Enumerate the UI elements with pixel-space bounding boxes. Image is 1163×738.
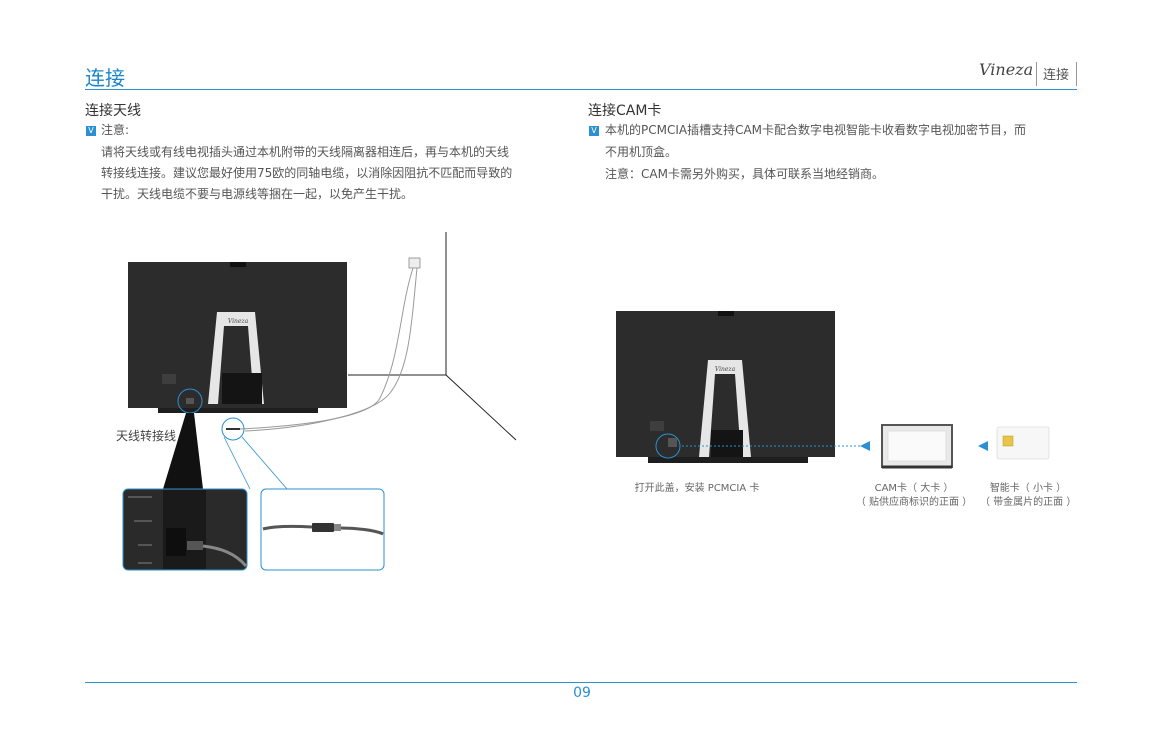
header-divider-end (1076, 62, 1077, 86)
cam-card (881, 424, 953, 469)
note-icon: V (589, 126, 599, 136)
page-title: 连接 (85, 66, 125, 90)
header-rule (85, 89, 1077, 90)
antenna-text-line-1: 请将天线或有线电视插头通过本机附带的天线隔离器相连后，再与本机的天线 (101, 145, 510, 159)
tv-logo: Vineza (228, 318, 249, 325)
caption-cam-card-line-1: CAM卡（ 大卡 ） (874, 483, 954, 494)
smart-card (996, 426, 1050, 460)
caption-open-cover: 打开此盖，安装 PCMCIA 卡 (634, 483, 760, 494)
cam-text-line-2: 不用机顶盒。 (605, 145, 678, 159)
antenna-cable-label: 天线转接线 (116, 429, 177, 443)
arrow-left-icon (978, 441, 988, 451)
caption-cam-card-line-2: （ 贴供应商标识的正面 ） (855, 497, 973, 508)
caption-smart-card-line-2: （ 带金属片的正面 ） (980, 497, 1077, 508)
cam-heading: 连接CAM卡 (588, 103, 662, 119)
antenna-text-line-2: 转接线连接。建议您最好使用75欧的同轴电缆，以消除因阻抗不匹配而导致的 (101, 166, 513, 180)
header-section-label: 连接 (1043, 68, 1070, 83)
antenna-diagram: Vineza (122, 232, 517, 571)
arrow-left-icon (860, 441, 870, 451)
page-number: 09 (573, 685, 591, 701)
antenna-note-label: 注意: (101, 123, 130, 137)
caption-cam-card: CAM卡（ 大卡 ） （ 贴供应商标识的正面 ） (846, 482, 982, 510)
brand-logo: Vineza (979, 60, 1034, 79)
wall-socket-icon (408, 257, 421, 269)
header-divider (1036, 62, 1037, 86)
cam-diagram: Vineza (616, 311, 1050, 469)
cam-text-line-3: 注意：CAM卡需另外购买，具体可联系当地经销商。 (605, 167, 884, 181)
antenna-text-line-3: 干扰。天线电缆不要与电源线等捆在一起，以免产生干扰。 (101, 187, 414, 201)
cam-text-line-1: 本机的PCMCIA插槽支持CAM卡配合数字电视智能卡收看数字电视加密节目，而 (605, 123, 1027, 137)
tv-logo: Vineza (715, 366, 736, 373)
antenna-heading: 连接天线 (85, 103, 141, 119)
note-icon: V (86, 126, 96, 136)
caption-smart-card-line-1: 智能卡（ 小卡 ） (989, 483, 1067, 494)
caption-smart-card: 智能卡（ 小卡 ） （ 带金属片的正面 ） (980, 482, 1076, 510)
footer-rule (85, 682, 1077, 683)
